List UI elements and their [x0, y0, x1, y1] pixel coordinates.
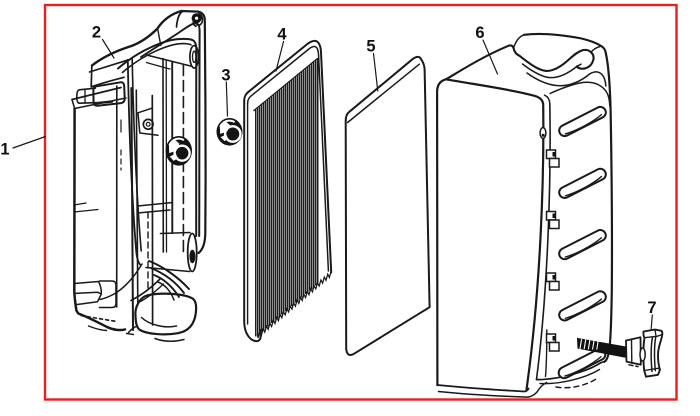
svg-text:3: 3 [221, 67, 230, 85]
svg-text:1: 1 [0, 141, 9, 159]
svg-text:7: 7 [647, 299, 656, 317]
svg-text:5: 5 [366, 38, 375, 56]
svg-text:6: 6 [475, 24, 484, 42]
svg-text:4: 4 [277, 26, 287, 44]
svg-text:2: 2 [92, 24, 101, 42]
